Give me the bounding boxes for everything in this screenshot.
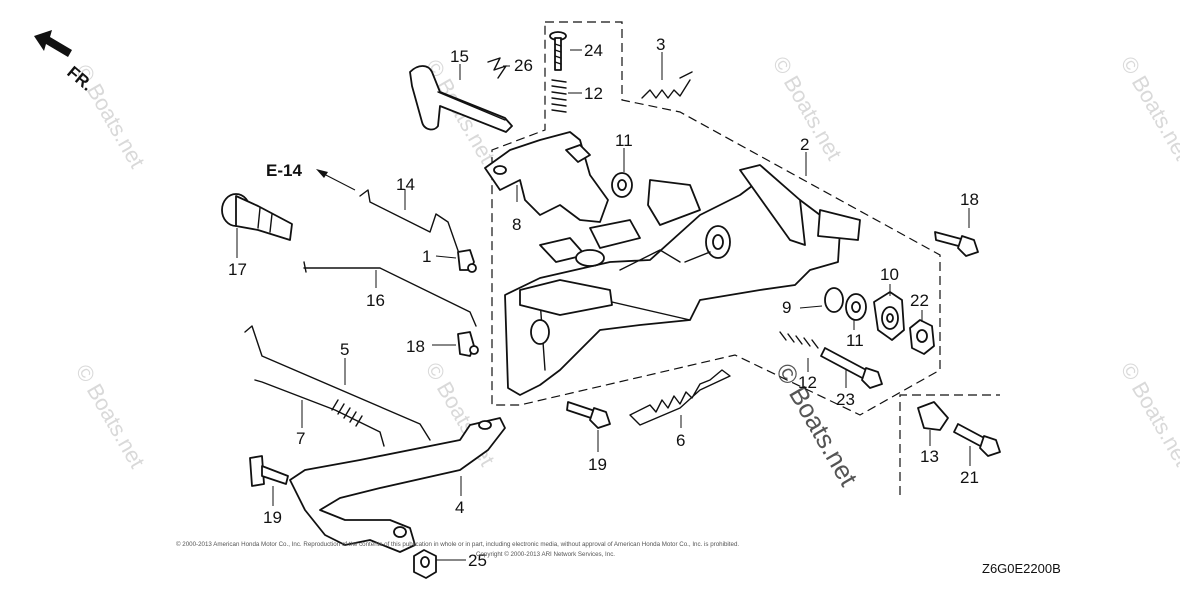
copyright-line-1: © 2000-2013 American Honda Motor Co., In… [176,541,739,548]
callout-26: 26 [514,56,533,75]
copyright-line-2: Copyright © 2000-2013 ARI Network Servic… [476,551,615,558]
callout-11-upper: 11 [615,131,633,150]
part-2-control-base [504,164,861,396]
watermark-5: © Boats.net [71,360,150,472]
callout-8: 8 [512,215,521,234]
callout-24: 24 [584,41,603,60]
part-3-spring [641,79,691,99]
part-26-clip [487,57,507,79]
callout-11-lower: 11 [846,331,864,350]
part-22-nut [909,319,935,355]
callout-12-lower: 12 [798,373,817,392]
callout-2: 2 [800,135,809,154]
part-19-bolt-right [934,231,979,257]
part-5-throttle-rod [244,325,431,441]
part-4-control-lever [289,417,506,553]
callout-13: 13 [920,447,939,466]
callout-18: 18 [406,337,425,356]
callout-1: 1 [422,247,431,266]
callout-17: 17 [228,260,247,279]
callout-10: 10 [880,265,899,284]
callout-12-upper: 12 [584,84,603,103]
part-9-washer [824,287,844,313]
callout-16: 15 [450,47,469,66]
callout-6: 6 [676,431,685,450]
callout-3: 3 [656,35,665,54]
part-12-spring-upper [551,79,567,113]
inset-outline [899,394,1000,495]
part-8-control-bracket [484,131,609,223]
watermark-4: © Boats.net [1116,52,1180,164]
part-13-collar [917,401,949,431]
callout-5: 5 [340,340,349,359]
part-20-screw [249,455,289,487]
diagram-code: Z6G0E2200B [982,561,1061,576]
part-16-choke-lever [409,65,513,133]
part-23-bolt [820,347,883,389]
callout-7: 7 [296,429,305,448]
part-11-washer [611,172,633,198]
assembly-outline [491,21,941,416]
watermark-7: © Boats.net [1116,358,1180,470]
part-19-bolt-lower [566,401,611,429]
callout-20: 19 [263,508,282,527]
part-6-spring [629,369,731,426]
part-25-nut [413,549,437,579]
part-14-rod [359,189,463,263]
leader-lines [236,49,971,561]
callout-9: 9 [782,298,791,317]
callout-14: 14 [396,175,415,194]
part-1-clip [457,249,477,273]
part-12-spring-lower [779,331,819,349]
part-21-bolt [953,423,1001,457]
callout-22: 22 [910,291,929,310]
part-18-clip [457,331,479,357]
part-7-spring-rod [254,379,385,447]
callout-19-right: 18 [960,190,979,209]
callout-23: 23 [836,390,855,409]
part-11-washer-right [845,293,867,321]
reference-label: E-14 [266,161,302,180]
callout-21: 21 [960,468,979,487]
callout-15: 16 [366,291,385,310]
part-15-governor-rod [303,261,477,327]
callout-19-lower: 19 [588,455,607,474]
callout-4: 4 [455,498,464,517]
callout-25: 25 [468,551,487,570]
part-17-control-knob [221,193,293,241]
callout-labels: 15 26 24 12 3 11 2 8 18 10 9 22 11 12 23… [228,35,979,570]
part-10-friction-plate [873,291,905,341]
part-24-screw [549,31,567,71]
